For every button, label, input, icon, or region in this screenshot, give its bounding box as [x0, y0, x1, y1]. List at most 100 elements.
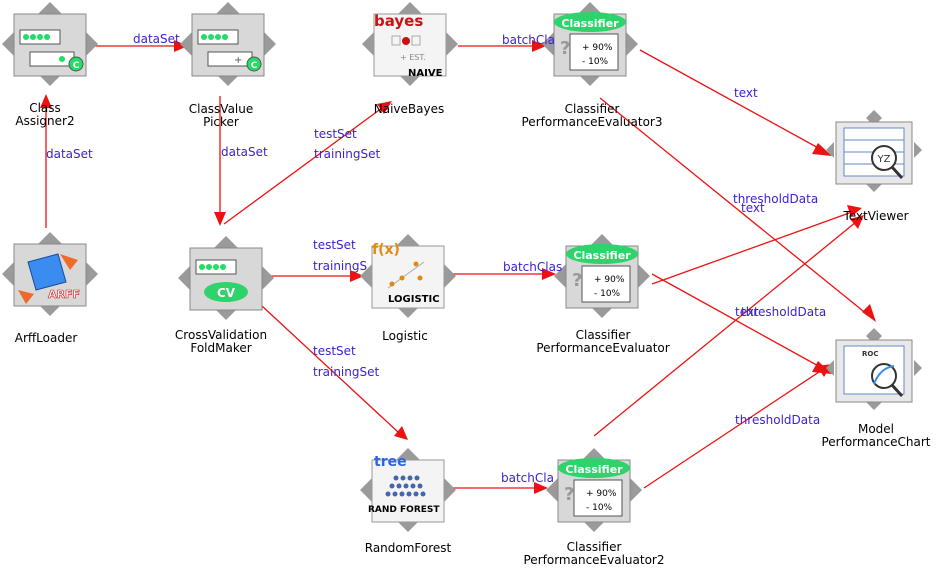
evaluator2-pct-plus: + 90%	[586, 489, 617, 499]
random-forest-label-1: RandomForest	[364, 541, 452, 555]
edge-eval2-text-head	[850, 215, 864, 229]
class-assigner-label-1: Class	[29, 101, 61, 115]
class-value-picker-label: ClassValue Picker	[189, 103, 254, 129]
text-viewer-node[interactable]: YZ	[826, 110, 922, 192]
evaluator2-label-1: Classifier	[566, 540, 622, 554]
edge-label-batch-2: batchClas	[503, 260, 563, 274]
model-chart-node[interactable]: ROC	[826, 328, 922, 410]
random-forest-icon: tree RAND FOREST	[359, 447, 457, 533]
model-chart-label: Model PerformanceChart	[821, 423, 930, 449]
cv-icon-text: CV	[217, 286, 236, 300]
logistic-node[interactable]: f(x) LOGISTIC	[359, 233, 457, 319]
logistic-icon: f(x) LOGISTIC	[359, 233, 457, 319]
edge-eval2-text	[593, 221, 857, 437]
svg-text:+: +	[234, 55, 242, 66]
edge-label-threshold-1: thresholdData	[733, 192, 819, 206]
evaluator-label: Classifier PerformanceEvaluator	[536, 329, 669, 355]
class-value-picker-icon: + C	[179, 1, 277, 87]
edge-cv-forest-head	[394, 426, 408, 440]
edge-label-testset-2: testSet	[313, 238, 356, 252]
edge-eval3-text	[639, 49, 823, 151]
text-viewer-label-1: TextViewer	[843, 209, 909, 223]
edge-eval-chart	[651, 273, 823, 369]
edge-eval2-chart	[643, 369, 823, 489]
edge-cv-bayes	[223, 107, 383, 225]
evaluator3-label: Classifier PerformanceEvaluator3	[522, 103, 663, 129]
edge-label-text-2: text	[741, 201, 765, 215]
class-value-picker-label-2: Picker	[203, 115, 239, 129]
model-chart-icon: ROC	[826, 328, 922, 410]
evaluator-label-2: PerformanceEvaluator	[536, 341, 670, 355]
edge-cv-forest	[261, 305, 399, 433]
naive-bayes-label: NaiveBayes	[374, 103, 444, 116]
edge-label-text-3: text	[735, 305, 759, 319]
edge-loader-assigner-head	[40, 94, 52, 108]
evaluator-icon: Classifier + 90% - 10%	[553, 233, 651, 319]
model-chart-label-1: Model	[857, 422, 895, 436]
naive-bayes-label-1: NaiveBayes	[373, 102, 445, 116]
evaluator2-icon: Classifier + 90% - 10%	[545, 447, 643, 533]
svg-text:C: C	[73, 61, 80, 71]
random-forest-node[interactable]: tree RAND FOREST	[359, 447, 457, 533]
cv-fold-maker-icon: CV	[177, 235, 275, 321]
edge-label-batch-1: batchCla	[502, 33, 555, 47]
arff-loader-node[interactable]: ARFF	[1, 231, 99, 317]
forest-icon-brand: RAND FOREST	[368, 505, 440, 515]
edge-label-text-1: text	[734, 86, 758, 100]
evaluator3-icon-title: Classifier	[561, 17, 619, 30]
edge-label-trainingset-2: trainingS	[313, 259, 368, 273]
edges	[40, 40, 876, 494]
evaluator3-pct-plus: + 90%	[582, 43, 613, 53]
cv-fold-maker-node[interactable]: CV	[177, 235, 275, 321]
edge-label-trainingset-1: trainingSet	[314, 147, 381, 161]
edge-bayes-eval3-head	[532, 40, 546, 52]
evaluator-pct-minus: - 10%	[594, 289, 621, 299]
naive-bayes-icon: bayes + EST. NAIVE	[361, 1, 459, 87]
cv-fold-maker-label-2: FoldMaker	[190, 341, 252, 355]
model-chart-label-2: PerformanceChart	[821, 435, 931, 449]
forest-icon-title: tree	[374, 454, 407, 470]
text-viewer-icon: YZ	[826, 110, 922, 192]
edge-cv-logistic-head	[350, 270, 364, 282]
bayes-icon-title: bayes	[374, 12, 423, 30]
edge-logistic-eval-head	[542, 268, 556, 280]
class-value-picker-node[interactable]: + C	[179, 1, 277, 87]
edge-label-dataset-left: dataSet	[46, 147, 93, 161]
arff-loader-icon: ARFF	[1, 231, 99, 317]
evaluator3-label-2: PerformanceEvaluator3	[521, 115, 663, 129]
evaluator2-node[interactable]: Classifier + 90% - 10%	[545, 447, 643, 533]
evaluator-node[interactable]: Classifier + 90% - 10%	[553, 233, 651, 319]
bayes-icon-sub: + EST.	[400, 53, 426, 62]
evaluator3-pct-minus: - 10%	[582, 57, 609, 67]
edge-label-testset-1: testSet	[314, 127, 357, 141]
edge-forest-eval2-head	[534, 482, 548, 494]
logistic-icon-brand: LOGISTIC	[388, 294, 440, 305]
arff-icon-text: ARFF	[48, 288, 80, 301]
random-forest-label: RandomForest	[365, 542, 452, 555]
naive-bayes-node[interactable]: bayes + EST. NAIVE	[361, 1, 459, 87]
evaluator3-label-1: Classifier	[564, 102, 620, 116]
cv-fold-maker-label: CrossValidation FoldMaker	[175, 329, 267, 355]
class-assigner-icon: C	[1, 1, 99, 87]
evaluator3-node[interactable]: Classifier + 90% - 10%	[541, 1, 639, 87]
evaluator2-icon-title: Classifier	[565, 463, 623, 476]
arff-loader-label: ArffLoader	[15, 332, 78, 345]
evaluator3-icon: Classifier + 90% - 10%	[541, 1, 639, 87]
evaluator-icon-title: Classifier	[573, 249, 631, 262]
edge-assigner-picker-head	[174, 40, 188, 52]
edge-eval3-chart	[599, 97, 869, 316]
evaluator2-pct-minus: - 10%	[586, 503, 613, 513]
class-assigner-label: Class Assigner2	[15, 102, 74, 128]
cv-fold-maker-label-1: CrossValidation	[174, 328, 268, 342]
edge-label-testset-3: testSet	[313, 344, 356, 358]
logistic-label-1: Logistic	[382, 329, 428, 343]
edge-cv-bayes-head	[377, 101, 392, 114]
edge-eval-text-head	[847, 205, 862, 217]
logistic-icon-title: f(x)	[372, 242, 400, 258]
edge-eval-text	[651, 211, 853, 285]
class-assigner-node[interactable]: C	[1, 1, 99, 87]
evaluator-pct-plus: + 90%	[594, 275, 625, 285]
edge-label-threshold-2: thresholdData	[741, 305, 827, 319]
edge-eval3-chart-head	[862, 304, 876, 322]
edge-label-trainingset-3: trainingSet	[313, 365, 380, 379]
